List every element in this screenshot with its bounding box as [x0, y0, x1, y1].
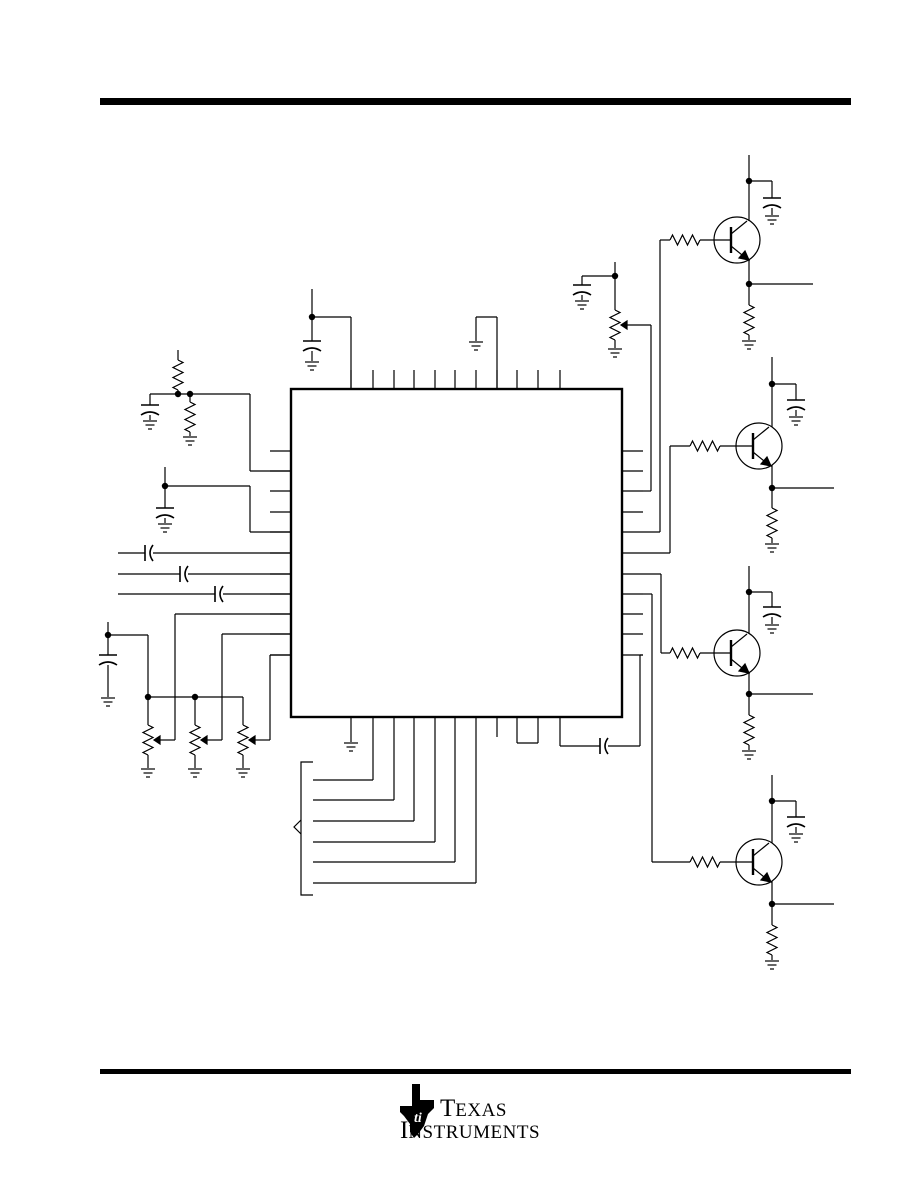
ic-right-pins — [622, 450, 643, 656]
top-ground-pin — [468, 316, 498, 389]
texas-state-icon: ti — [400, 1084, 434, 1138]
left-bias-network — [140, 350, 291, 472]
output-stage-1 — [643, 155, 813, 533]
left-coupling-inputs — [118, 544, 291, 603]
left-supply-decoupling — [155, 467, 291, 533]
output-stage-3 — [643, 566, 813, 760]
top-supply-decoupling — [302, 289, 352, 389]
ic-bottom-pins — [350, 717, 561, 737]
main-ic-body — [289, 387, 624, 719]
output-stage-4 — [643, 593, 834, 970]
logo-line-texas: TEXAS — [440, 1095, 507, 1122]
logo-line-instruments: INSTRUMENTS — [400, 1117, 541, 1144]
bottom-ground-pin — [343, 737, 359, 752]
ic-top-pins — [350, 370, 561, 389]
header-rule — [100, 98, 851, 105]
right-potentiometer — [572, 262, 652, 492]
svg-text:ti: ti — [414, 1111, 422, 1126]
footer-rule — [100, 1069, 851, 1074]
output-stage-2 — [643, 357, 834, 554]
left-potentiometers — [98, 613, 291, 778]
bottom-data-bus — [293, 737, 477, 896]
bottom-pin-network — [516, 654, 643, 755]
